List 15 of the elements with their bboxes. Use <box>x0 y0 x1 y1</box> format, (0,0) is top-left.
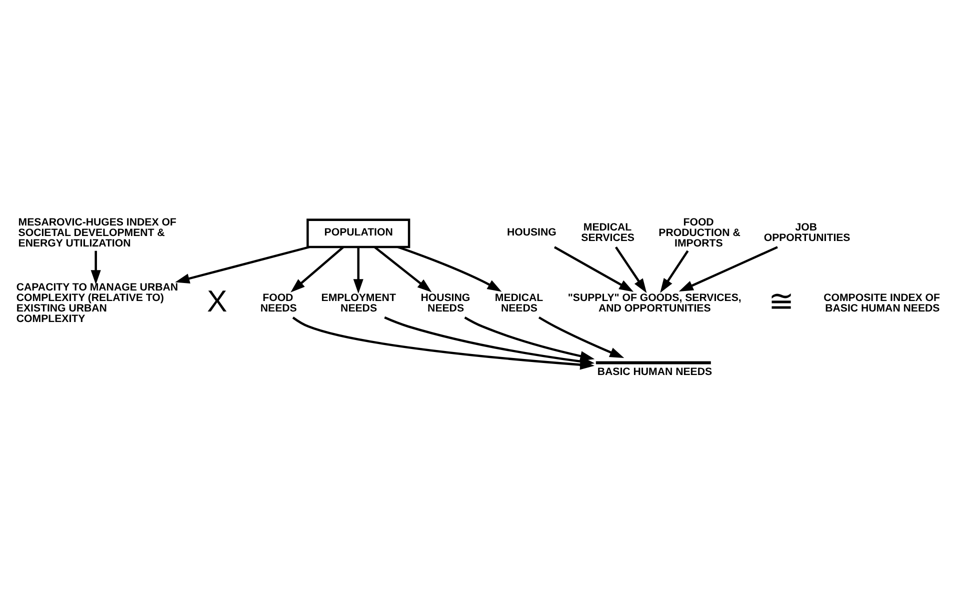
node-text: MEDICAL SERVICES <box>581 221 634 244</box>
node-text: FOOD PRODUCTION & IMPORTS <box>658 216 740 249</box>
node-text: COMPOSITE INDEX OF BASIC HUMAN NEEDS <box>824 291 940 314</box>
node-text: HOUSING NEEDS <box>420 291 470 314</box>
label: X <box>207 284 228 318</box>
node-text: MESAROVIC-HUGES INDEX OF SOCIETAL DEVELOPMENT & ENERGY UTILIZATION <box>18 216 176 249</box>
node-text: MEDICAL NEEDS <box>494 291 544 314</box>
node-text: HOUSING <box>507 226 556 238</box>
node-text: CAPACITY TO MANAGE URBAN COMPLEXITY (RELATIVE TO) EXISTING URBAN COMPLEXITY <box>16 280 178 325</box>
node-text: EMPLOYMENT NEEDS <box>321 291 396 314</box>
label: ≅ <box>768 284 794 318</box>
node-text: FOOD NEEDS <box>260 291 297 314</box>
node-text: JOB OPPORTUNITIES <box>764 221 850 244</box>
node-label: BASIC HUMAN NEEDS <box>597 366 712 378</box>
node-text: "SUPPLY" OF GOODS, SERVICES, AND OPPORTUNITIES <box>568 291 742 314</box>
